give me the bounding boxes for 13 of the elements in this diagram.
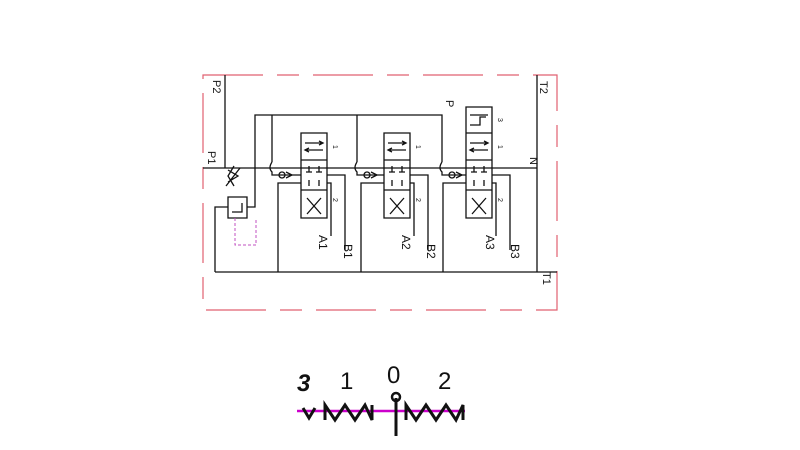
- position-number: 1: [340, 370, 354, 394]
- port-label: A1: [317, 235, 329, 250]
- port-label: T1: [540, 272, 551, 285]
- port-label: T2: [537, 81, 548, 94]
- position-number: 2: [438, 370, 452, 394]
- position-number: 0: [387, 364, 400, 388]
- port-label: B3: [509, 244, 521, 259]
- port-label: P2: [210, 80, 221, 94]
- port-label: A3: [484, 235, 496, 250]
- port-label: P: [443, 100, 454, 108]
- port-label: P1: [205, 151, 216, 164]
- position-number: 3: [297, 372, 310, 396]
- port-label: A2: [400, 235, 412, 250]
